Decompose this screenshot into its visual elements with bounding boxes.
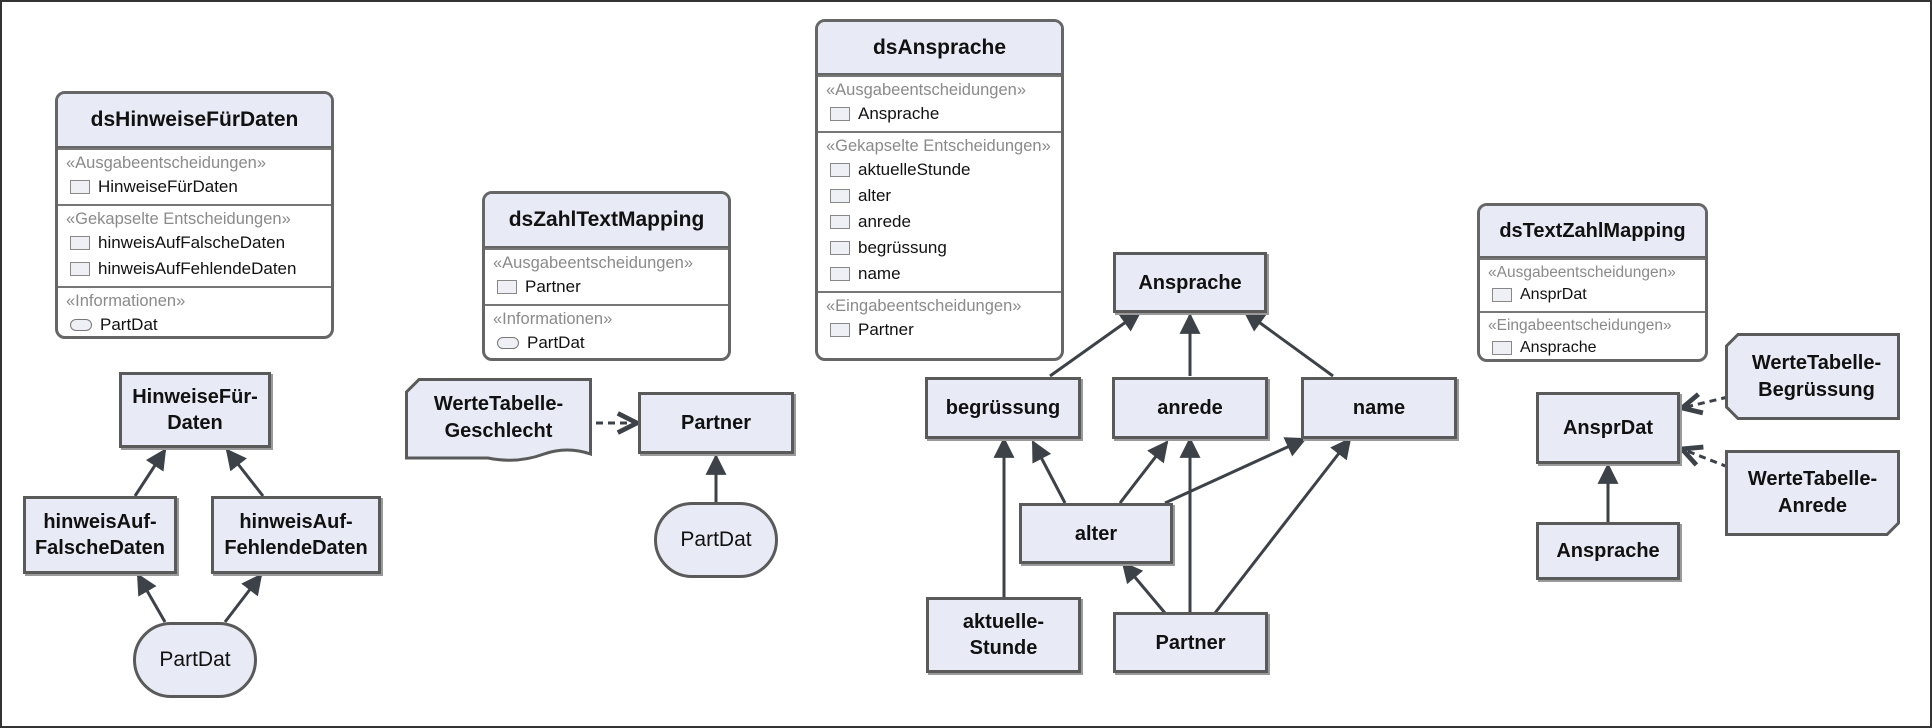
input-decisions-section: «Eingabeentscheidungen» Ansprache	[1480, 311, 1705, 359]
decision-anspr-dat[interactable]: AnsprDat	[1536, 392, 1680, 464]
decision-icon	[830, 267, 850, 281]
entry-label: PartDat	[100, 315, 158, 334]
decision-icon	[497, 280, 517, 294]
decision-anrede[interactable]: anrede	[1112, 377, 1268, 439]
service-title: dsAnsprache	[818, 22, 1061, 75]
entry-label: HinweiseFürDaten	[98, 177, 238, 196]
section-label: «Informationen»	[66, 292, 186, 310]
decision-hinweis-fehlende-daten[interactable]: hinweisAuf- FehlendeDaten	[211, 496, 381, 574]
service-ds-textzahl[interactable]: dsTextZahlMapping «Ausgabeentscheidungen…	[1477, 203, 1708, 362]
entry-label: Ansprache	[1520, 339, 1597, 356]
service-entry[interactable]: hinweisAufFalscheDaten	[58, 230, 331, 256]
decision-alter[interactable]: alter	[1019, 503, 1173, 564]
decision-icon	[830, 241, 850, 255]
encapsulated-decisions-section: «Gekapselte Entscheidungen» hinweisAufFa…	[58, 204, 331, 286]
decision-partner[interactable]: Partner	[638, 392, 794, 454]
service-title: dsZahlTextMapping	[485, 194, 728, 248]
information-section: «Informationen» PartDat	[485, 304, 728, 358]
service-entry[interactable]: aktuelleStunde	[818, 157, 1061, 183]
entry-label: Partner	[858, 320, 914, 339]
decision-icon	[830, 107, 850, 121]
output-decisions-section: «Ausgabeentscheidungen» AnsprDat	[1480, 258, 1705, 311]
section-label: «Gekapselte Entscheidungen»	[66, 210, 291, 228]
entry-label: Ansprache	[858, 104, 940, 123]
decision-icon	[70, 236, 90, 250]
encapsulated-decisions-section: «Gekapselte Entscheidungen» aktuelleStun…	[818, 131, 1061, 291]
service-entry[interactable]: anrede	[818, 209, 1061, 235]
decision-icon	[1492, 288, 1512, 302]
section-label: «Ausgabeentscheidungen»	[493, 254, 694, 272]
knowledge-source-shape	[405, 378, 592, 462]
decision-icon	[70, 180, 90, 194]
service-ds-zahltext[interactable]: dsZahlTextMapping «Ausgabeentscheidungen…	[482, 191, 731, 361]
entry-label: alter	[858, 186, 892, 205]
service-entry[interactable]: Partner	[818, 317, 1061, 343]
entry-label: anrede	[858, 212, 911, 231]
service-entry[interactable]: PartDat	[485, 330, 728, 356]
service-entry[interactable]: PartDat	[58, 312, 331, 336]
knowledge-source-shape	[1725, 450, 1900, 536]
section-label: «Informationen»	[493, 310, 613, 328]
decision-icon	[70, 262, 90, 276]
service-entry[interactable]: Ansprache	[818, 101, 1061, 127]
information-section: «Informationen» PartDat	[58, 286, 331, 336]
decision-hinweis-falsche-daten[interactable]: hinweisAuf- FalscheDaten	[23, 496, 177, 574]
decision-partner[interactable]: Partner	[1113, 612, 1268, 673]
entry-label: AnsprDat	[1520, 286, 1587, 303]
service-entry[interactable]: begrüssung	[818, 235, 1061, 261]
decision-begruessung[interactable]: begrüssung	[925, 377, 1081, 439]
decision-ansprache[interactable]: Ansprache	[1113, 252, 1267, 313]
section-label: «Ausgabeentscheidungen»	[826, 81, 1027, 99]
service-entry[interactable]: hinweisAufFehlendeDaten	[58, 256, 331, 282]
input-data-partdat[interactable]: PartDat	[133, 622, 257, 698]
service-title: dsTextZahlMapping	[1480, 206, 1705, 258]
section-label: «Gekapselte Entscheidungen»	[826, 137, 1051, 155]
entry-label: hinweisAufFehlendeDaten	[98, 259, 297, 278]
section-label: «Eingabeentscheidungen»	[826, 297, 1022, 315]
knowledge-source-wertetabelle-anrede[interactable]: WerteTabelle- Anrede	[1725, 450, 1900, 536]
service-ds-hinweise[interactable]: dsHinweiseFürDaten «Ausgabeentscheidunge…	[55, 91, 334, 339]
decision-icon	[830, 215, 850, 229]
service-entry[interactable]: AnsprDat	[1480, 283, 1705, 307]
input-data-partdat[interactable]: PartDat	[654, 502, 778, 578]
service-title: dsHinweiseFürDaten	[58, 94, 331, 148]
decision-icon	[830, 323, 850, 337]
knowledge-source-label: WerteTabelle- Begrüssung	[1751, 351, 1882, 401]
entry-label: aktuelleStunde	[858, 160, 971, 179]
entry-label: Partner	[525, 277, 581, 296]
section-label: «Eingabeentscheidungen»	[1488, 317, 1672, 334]
decision-name[interactable]: name	[1301, 377, 1457, 439]
decision-ansprache[interactable]: Ansprache	[1536, 522, 1680, 580]
output-decisions-section: «Ausgabeentscheidungen» Partner	[485, 248, 728, 304]
service-ds-ansprache[interactable]: dsAnsprache «Ausgabeentscheidungen» Ansp…	[815, 19, 1064, 361]
service-entry[interactable]: alter	[818, 183, 1061, 209]
decision-icon	[1492, 341, 1512, 355]
knowledge-source-wertetabelle-geschlecht[interactable]: WerteTabelle- Geschlecht	[405, 378, 592, 470]
decision-hinweise-fuer-daten[interactable]: HinweiseFür- Daten	[119, 372, 271, 448]
entry-label: begrüssung	[858, 238, 947, 257]
entry-label: PartDat	[527, 333, 585, 352]
knowledge-source-label: WerteTabelle- Anrede	[1747, 468, 1878, 517]
section-label: «Ausgabeentscheidungen»	[66, 154, 267, 172]
knowledge-source-wertetabelle-begruessung[interactable]: WerteTabelle- Begrüssung	[1725, 333, 1900, 420]
input-data-icon	[70, 319, 92, 331]
service-entry[interactable]: Partner	[485, 274, 728, 300]
entry-label: name	[858, 264, 901, 283]
section-label: «Ausgabeentscheidungen»	[1488, 264, 1676, 281]
service-entry[interactable]: HinweiseFürDaten	[58, 174, 331, 200]
decision-icon	[830, 163, 850, 177]
decision-icon	[830, 189, 850, 203]
decision-aktuelle-stunde[interactable]: aktuelle- Stunde	[926, 597, 1081, 673]
knowledge-source-shape	[1725, 333, 1900, 420]
service-entry[interactable]: name	[818, 261, 1061, 287]
knowledge-source-label: WerteTabelle- Geschlecht	[433, 393, 564, 442]
output-decisions-section: «Ausgabeentscheidungen» HinweiseFürDaten	[58, 148, 331, 204]
input-decisions-section: «Eingabeentscheidungen» Partner	[818, 291, 1061, 347]
service-entry[interactable]: Ansprache	[1480, 336, 1705, 359]
entry-label: hinweisAufFalscheDaten	[98, 233, 286, 252]
input-data-icon	[497, 337, 519, 349]
output-decisions-section: «Ausgabeentscheidungen» Ansprache	[818, 75, 1061, 131]
